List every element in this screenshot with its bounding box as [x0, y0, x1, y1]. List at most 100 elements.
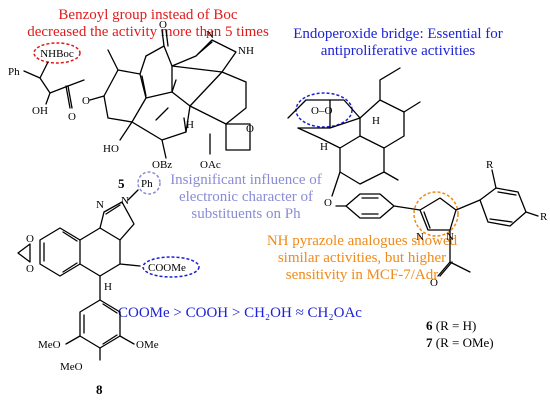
highlight-nhboc [33, 42, 81, 64]
ring-8-trimethoxy-double [83, 303, 118, 345]
ring-8-trimethoxy [79, 299, 121, 349]
bond-phenylene-pyrazoline [393, 205, 421, 211]
compound-label-6: 6 (R = H) [426, 318, 476, 333]
ring-art-lower [297, 127, 385, 185]
compound-label-5: 5 [118, 176, 125, 191]
art-methyl-2 [383, 171, 399, 181]
note-endo-line2: antiproliferative activities [321, 43, 476, 59]
atom-ph-sidechain: Ph [8, 66, 20, 78]
ring-8-benzene [39, 227, 81, 277]
atom-h-taxane: H [186, 119, 194, 131]
compound-label-8: 8 [96, 382, 103, 397]
compound-6-r: (R = H) [433, 318, 477, 333]
acetyl-group [437, 229, 471, 277]
atom-o-ester-carbonyl: O [68, 111, 76, 123]
atom-r1: R [486, 159, 494, 171]
atom-h-art-1: H [320, 141, 328, 153]
ring-art-right [359, 99, 405, 149]
compound-7-number: 7 [426, 335, 433, 350]
ester-carbonyl [65, 85, 73, 109]
atom-o-o: O–O [311, 105, 332, 117]
note-endoperoxide: Endoperoxide bridge: Essential for antip… [293, 26, 503, 59]
highlight-pyrazoline [413, 191, 459, 237]
compound-label-7: 7 (R = OMe) [426, 335, 494, 350]
atom-h-art-2: H [372, 115, 380, 127]
atom-o-dioxole-1: O [26, 233, 34, 245]
atom-meo-3: MeO [60, 361, 83, 373]
atom-nhboc: NHBoc [40, 48, 74, 60]
pyrazoline-67-double [423, 211, 431, 229]
atom-o-oxetane: O [246, 123, 254, 135]
ring-phenylene-double [361, 197, 379, 215]
ring-aryl-67-double [489, 191, 517, 223]
bond-ph-8 [127, 189, 139, 201]
note-sar-series: COOMe > COOH > CH₂OH ≈ CH₂OAc [118, 305, 362, 321]
atom-n8b: N [121, 195, 129, 207]
atom-o-ester: O [82, 95, 90, 107]
art-methyls [379, 67, 421, 113]
compound-5-structure: NHBoc Ph OH O O O N NH O HO OBz [8, 19, 254, 171]
ester-link [89, 95, 105, 101]
atom-nh-pyrazoline: NH [238, 45, 254, 57]
atom-coome: COOMe [148, 262, 186, 274]
ring-a [103, 69, 147, 123]
ring-a-subs [107, 49, 147, 75]
note-nh-line3: sensitivity in MCF-7/Adr [286, 267, 439, 283]
oxetane-ring [225, 123, 251, 151]
dioxole-ring [17, 243, 31, 263]
pyrazoline-8-double [105, 204, 121, 215]
note-boc-line1: Benzoyl group instead of Boc [58, 7, 237, 23]
atom-o-dioxole-2: O [26, 263, 34, 275]
bonds-r [491, 169, 539, 217]
atom-n67a: N [416, 231, 424, 243]
atom-oac: OAc [200, 159, 221, 171]
ring-c [189, 71, 247, 125]
ring-8-benzene-double [43, 231, 78, 273]
note-boc: Benzoyl group instead of Boc decreased t… [27, 7, 269, 40]
note-elec-line3: substituents on Ph [191, 206, 301, 222]
bond-o-art [331, 171, 341, 197]
bond-coome [119, 263, 141, 267]
sidechain-bonds [23, 61, 69, 105]
note-boc-line2: decreased the activity more than 5 times [27, 24, 269, 40]
bond-obz [161, 139, 167, 159]
atom-h-8: H [104, 281, 112, 293]
pyrazoline-67 [419, 197, 457, 231]
atom-n-pyrazoline: N [206, 29, 214, 41]
atom-r2: R [540, 211, 548, 223]
atom-o-acetyl: O [430, 277, 438, 289]
compound-6-7-structure: O–O H H O N N O R R [287, 67, 548, 289]
atom-meo-1: MeO [38, 339, 61, 351]
note-nh-line2: similar activities, but higher [278, 250, 446, 266]
note-elec-line2: electronic character of [179, 189, 313, 205]
ring-a-double [141, 75, 147, 97]
note-elec-line1: Insignificant influence of [170, 172, 322, 188]
atom-ph-8: Ph [141, 178, 153, 190]
atom-o-ketone: O [159, 19, 167, 31]
ring-b [131, 91, 191, 141]
highlight-ph-8 [137, 171, 161, 195]
pyrazoline-8 [99, 201, 135, 241]
ring-8-middle [79, 227, 121, 277]
ester-bond [67, 79, 85, 87]
pyrazoline-double [197, 41, 213, 55]
note-nh-pyrazole: NH pyrazole analogues showed similar act… [267, 233, 458, 283]
methoxy-bonds [65, 335, 135, 361]
note-endo-line1: Endoperoxide bridge: Essential for [293, 26, 503, 42]
endoperoxide-top [287, 99, 361, 119]
bond-h-taxane [183, 117, 187, 133]
atom-obz: OBz [152, 159, 172, 171]
methyl-top [171, 79, 177, 93]
compound-8-structure: O O N N Ph COOMe H MeO OMe MeO [17, 171, 200, 373]
compound-6-number: 6 [426, 318, 433, 333]
atom-ome-2: OMe [136, 339, 159, 351]
atom-oh: OH [32, 105, 48, 117]
pyrazoline-ring-5 [171, 39, 237, 73]
atom-n8a: N [96, 199, 104, 211]
compound-7-r: (R = OMe) [433, 335, 494, 350]
note-electronic: Insignificant influence of electronic ch… [170, 172, 322, 222]
atom-o-art: O [324, 197, 332, 209]
ketone [161, 29, 169, 47]
note-nh-line1: NH pyrazole analogues showed [267, 233, 458, 249]
